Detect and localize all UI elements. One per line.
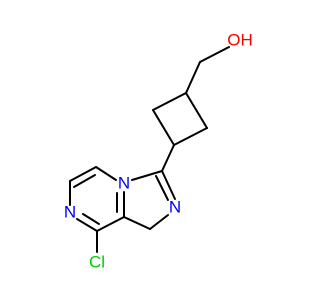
bond-n2-c1 xyxy=(149,214,169,230)
bond-c1-c8a xyxy=(123,216,151,230)
imidazole-nitrogen-label: N xyxy=(169,198,181,217)
bridgehead-nitrogen-label: N xyxy=(118,174,130,193)
bond-n7-c8 xyxy=(76,218,98,232)
bond-c8-c8a xyxy=(96,216,125,232)
bond-cb1 xyxy=(185,92,208,129)
pyrazine-nitrogen-label: N xyxy=(64,203,76,222)
structure-svg: OH N N N Cl xyxy=(64,31,253,272)
bond-cb-c3 xyxy=(161,144,175,172)
molecule-diagram: OH N N N Cl xyxy=(64,31,253,272)
bond-cb2 xyxy=(173,127,208,146)
bond-c5-c6 xyxy=(69,166,97,182)
chlorine-label: Cl xyxy=(89,253,105,272)
bond-cb3 xyxy=(152,109,175,146)
bond-c3-n2-double xyxy=(155,175,169,201)
bond-ch2-o xyxy=(199,46,230,63)
bond-cb-ch2 xyxy=(185,61,201,94)
hydroxyl-label: OH xyxy=(227,31,253,50)
bond-c5-c6-double xyxy=(73,174,96,188)
atom-labels: OH N N N Cl xyxy=(64,31,253,272)
bond-cb4 xyxy=(152,92,187,111)
bonds xyxy=(69,46,230,253)
bond-c3-n2 xyxy=(161,170,176,200)
bond-n4-c3 xyxy=(131,170,163,181)
bond-n7-c8-double xyxy=(82,213,100,225)
bond-n4-c5 xyxy=(95,166,117,181)
